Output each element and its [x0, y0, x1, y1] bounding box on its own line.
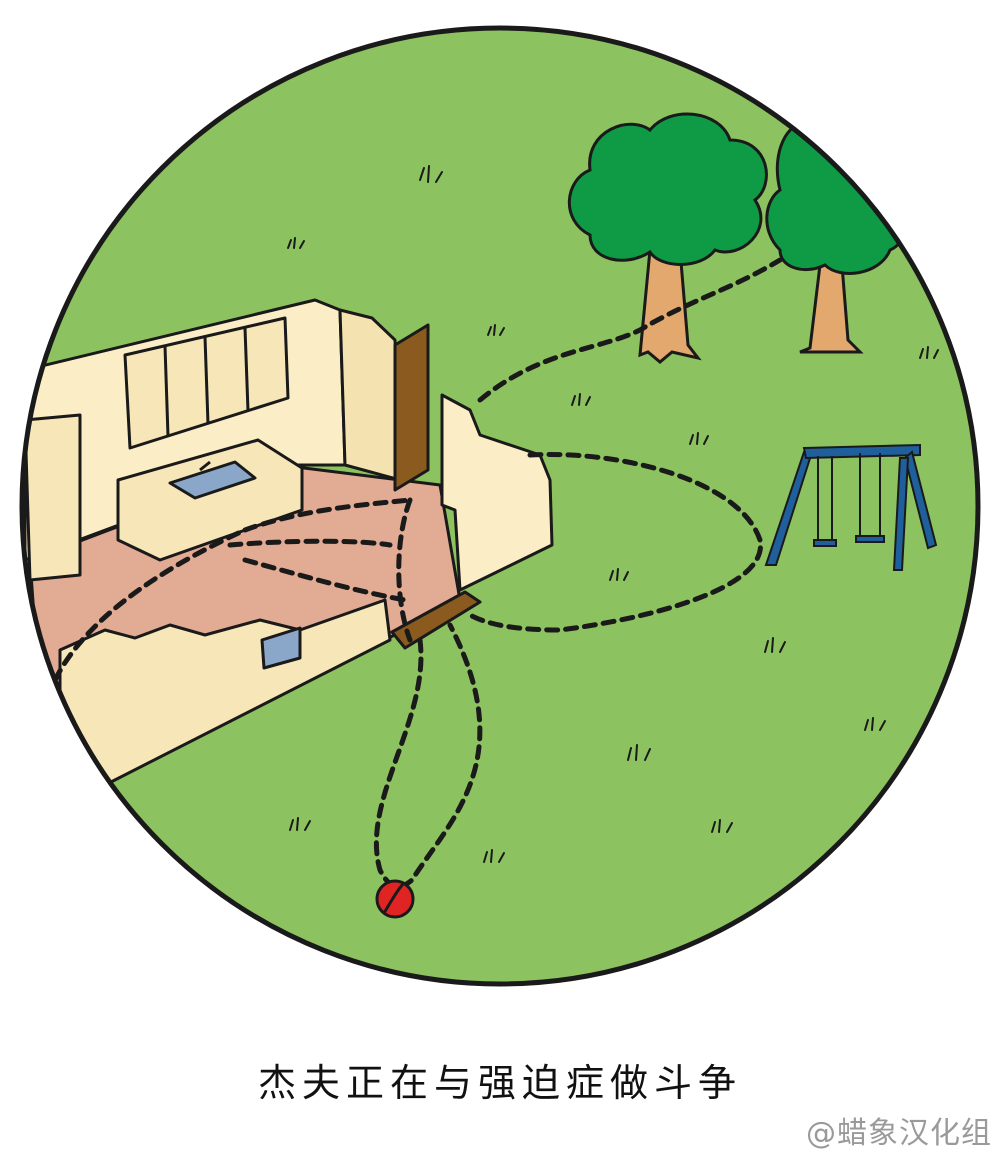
swing-set-icon	[764, 443, 938, 571]
kitchen-icon	[23, 298, 554, 787]
tree-icon	[567, 112, 768, 364]
dotted-paths	[52, 257, 783, 889]
grass-tufts	[287, 165, 939, 863]
ball-icon	[375, 879, 415, 919]
caption: 杰夫正在与强迫症做斗争	[257, 1061, 742, 1105]
illustration	[19, 25, 981, 987]
credit-text: @蜡象汉化组	[806, 1116, 992, 1151]
frame-circle	[19, 25, 981, 987]
